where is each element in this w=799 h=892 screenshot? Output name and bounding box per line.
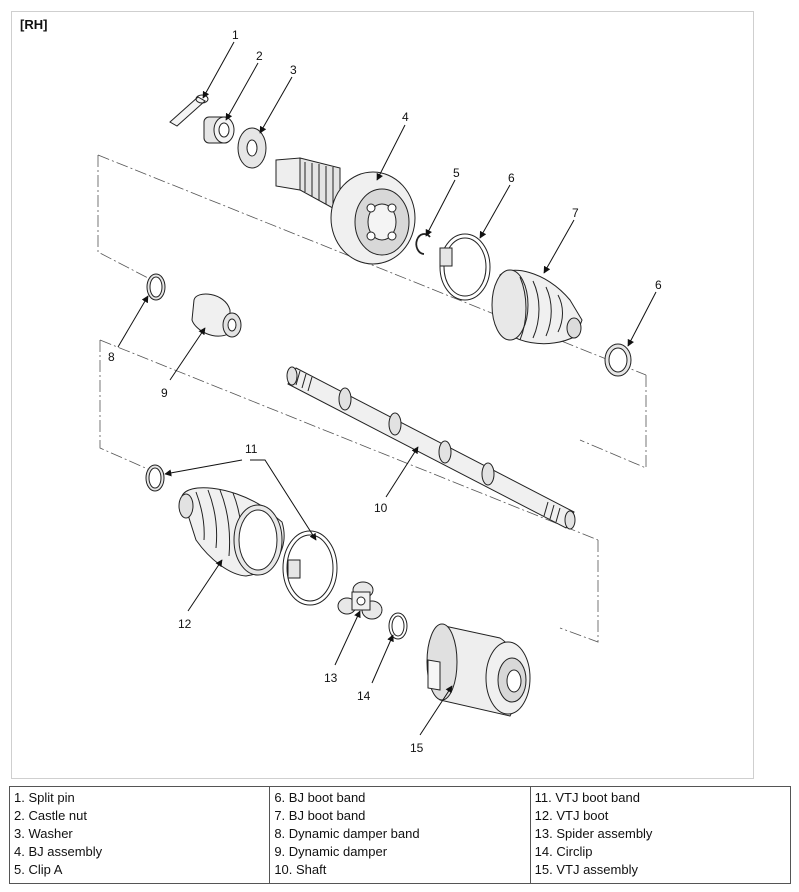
callout-leaders — [117, 41, 657, 736]
legend-item: 15. VTJ assembly — [534, 862, 638, 877]
assembly-guide-lines — [97, 154, 647, 643]
leader-6a — [479, 184, 511, 239]
callout-9: 9 — [161, 386, 168, 400]
view-label: [RH] — [20, 17, 48, 32]
callout-5: 5 — [453, 166, 460, 180]
legend-item: 4. BJ assembly — [14, 844, 103, 859]
leader-13 — [334, 610, 361, 666]
circlip-part — [388, 612, 408, 640]
callout-10: 10 — [374, 501, 388, 515]
shaft-part — [286, 366, 576, 530]
legend-item: 7. BJ boot band — [274, 808, 366, 823]
leader-1 — [202, 41, 235, 99]
washer-part — [237, 127, 267, 169]
bj-assembly-part — [275, 157, 416, 265]
legend-item: 11. VTJ boot band — [534, 790, 640, 805]
bj-boot-band-part — [439, 233, 491, 301]
leader-9 — [169, 327, 206, 381]
callout-6-lower: 6 — [655, 278, 662, 292]
legend-item: 14. Circlip — [534, 844, 593, 859]
leader-11a — [164, 459, 243, 477]
callout-8: 8 — [108, 350, 115, 364]
legend-item: 2. Castle nut — [14, 808, 87, 823]
legend-item: 8. Dynamic damper band — [274, 826, 420, 841]
callout-3: 3 — [290, 63, 297, 77]
legend-item: 3. Washer — [14, 826, 73, 841]
vtj-boot-band-part — [282, 530, 338, 606]
callout-12: 12 — [178, 617, 192, 631]
bj-boot-band-small-part — [604, 343, 632, 377]
leader-8 — [117, 295, 149, 348]
legend-item: 1. Split pin — [14, 790, 75, 805]
vtj-boot-band-small-part — [145, 464, 165, 492]
leader-3 — [259, 76, 293, 134]
legend-item: 12. VTJ boot — [534, 808, 609, 823]
leader-2 — [225, 62, 259, 121]
callout-2: 2 — [256, 49, 263, 63]
bj-boot-part — [491, 269, 583, 345]
leader-12 — [187, 559, 223, 612]
legend-item: 5. Clip A — [14, 862, 63, 877]
callout-15: 15 — [410, 741, 424, 755]
leader-15 — [419, 685, 453, 736]
legend-column-2: 6. BJ boot band 7. BJ boot band 8. Dynam… — [270, 787, 531, 883]
callout-labels: 1 2 3 4 5 6 7 6 8 9 10 11 12 13 14 15 — [108, 28, 662, 755]
split-pin-part — [169, 94, 209, 127]
dynamic-damper-part — [191, 293, 242, 338]
vtj-boot-part — [178, 487, 285, 577]
legend-item: 10. Shaft — [274, 862, 327, 877]
vtj-assembly-part — [426, 623, 531, 717]
leader-10 — [385, 446, 419, 498]
callout-1: 1 — [232, 28, 239, 42]
leader-5 — [425, 179, 456, 237]
callout-6: 6 — [508, 171, 515, 185]
leader-7 — [543, 219, 575, 274]
leader-4 — [376, 124, 406, 181]
legend-column-1: 1. Split pin 2. Castle nut 3. Washer 4. … — [10, 787, 271, 883]
legend-item: 9. Dynamic damper — [274, 844, 388, 859]
callout-11: 11 — [245, 442, 258, 456]
leader-14 — [371, 634, 394, 684]
callout-7: 7 — [572, 206, 579, 220]
legend-item: 6. BJ boot band — [274, 790, 366, 805]
parts-legend-table: 1. Split pin 2. Castle nut 3. Washer 4. … — [9, 786, 791, 884]
leader-11b — [250, 459, 317, 541]
callout-4: 4 — [402, 110, 409, 124]
callout-14: 14 — [357, 689, 371, 703]
legend-item: 13. Spider assembly — [534, 826, 653, 841]
dynamic-damper-band-part — [146, 273, 166, 301]
spider-assembly-part — [337, 581, 383, 620]
clip-a-part — [415, 233, 431, 255]
leader-6b — [627, 291, 657, 347]
legend-column-3: 11. VTJ boot band 12. VTJ boot 13. Spide… — [531, 787, 790, 883]
callout-13: 13 — [324, 671, 338, 685]
castle-nut-part — [203, 116, 235, 144]
diagram-frame — [11, 11, 754, 779]
